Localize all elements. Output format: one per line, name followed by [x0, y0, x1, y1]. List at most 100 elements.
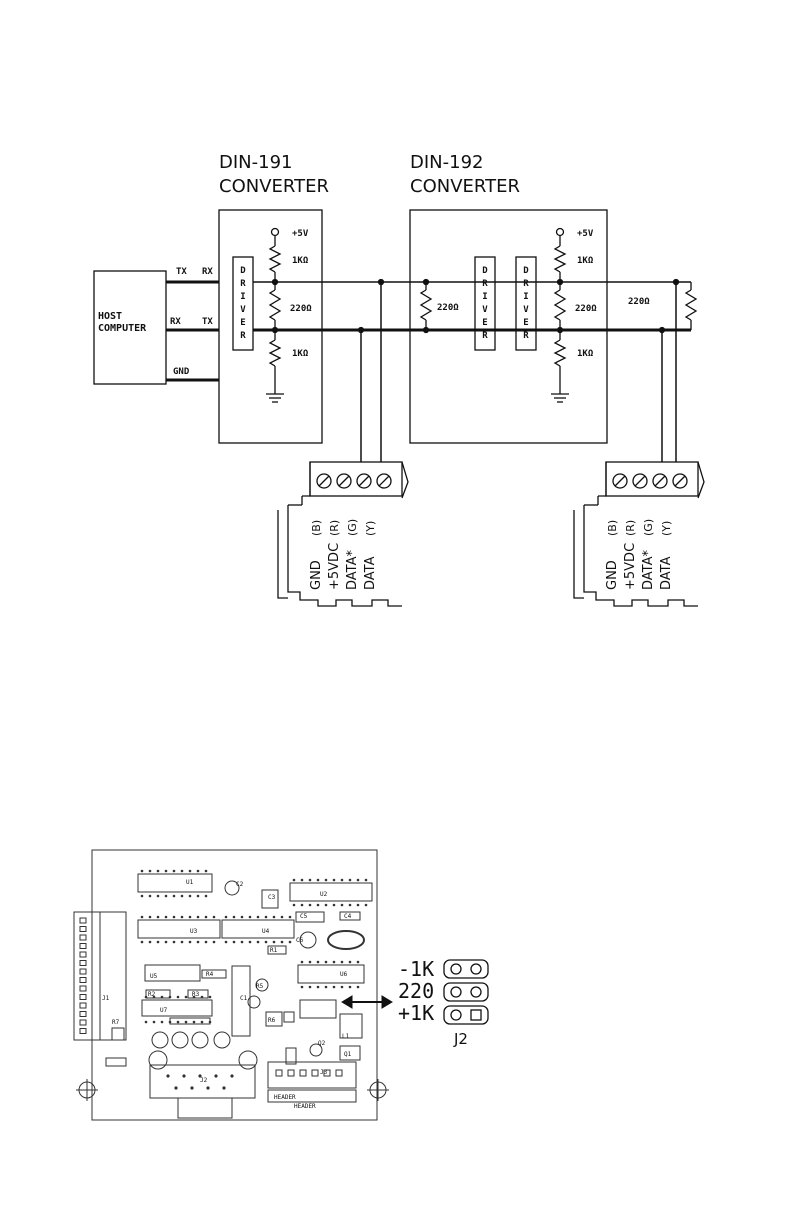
- board-part-label: R2: [148, 991, 156, 998]
- chip-pin: [340, 878, 344, 882]
- terminal-screw[interactable]: [652, 473, 668, 489]
- board-part-label: U5: [150, 973, 158, 980]
- connector-pin: [79, 926, 87, 932]
- pin-gnd: GND: [173, 367, 190, 377]
- board-part: [148, 1050, 168, 1070]
- chip-pin: [168, 1020, 172, 1024]
- connector-pin: [79, 985, 87, 992]
- board-part-label: C2: [236, 881, 244, 888]
- board-part: [201, 969, 227, 979]
- chip-pin: [348, 903, 352, 907]
- chip-pin: [332, 985, 336, 989]
- chip-u5: [144, 964, 201, 982]
- chip-pin: [364, 903, 368, 907]
- chip-pin: [172, 869, 176, 873]
- jumper-pin-pair-1[interactable]: [443, 959, 489, 979]
- screw-slot: [654, 475, 666, 487]
- chip-pin: [180, 894, 184, 898]
- terminal-screw[interactable]: [316, 473, 332, 489]
- chip-u7: [137, 873, 213, 893]
- jumper-pin-pair-3[interactable]: [443, 1005, 489, 1025]
- terminal-screw[interactable]: [336, 473, 352, 489]
- board-part: [191, 1031, 209, 1049]
- header-pin: [275, 1069, 283, 1077]
- board-part-label: C6: [296, 937, 304, 944]
- board-part-label: R6: [268, 1017, 276, 1024]
- board-part: [105, 1057, 127, 1067]
- chip-pin: [196, 869, 200, 873]
- chip-pin: [164, 869, 168, 873]
- driver-letter: V: [240, 305, 246, 315]
- driver-letter: R: [482, 279, 488, 289]
- board-part: [339, 1013, 363, 1039]
- board-part-label: J1: [102, 995, 110, 1002]
- driver-letter: V: [482, 305, 488, 315]
- terminal-label: DATA*: [345, 550, 360, 590]
- chip-pin: [204, 915, 208, 919]
- chip-pin: [308, 903, 312, 907]
- db9-pin: [198, 1074, 202, 1078]
- chip-pin: [280, 940, 284, 944]
- jumper-pin-pair-2[interactable]: [443, 982, 489, 1002]
- board-part: [169, 1017, 211, 1025]
- terminal-code: (R): [328, 520, 341, 536]
- termination-resistor-1: 220Ω: [419, 278, 459, 334]
- board-part-label: U2: [320, 891, 328, 898]
- terminal-block-1: GND(B)+5VDC(R)DATA*(G)DATA(Y): [277, 461, 409, 607]
- screw-slot: [358, 475, 370, 487]
- jumper-j2-detail: -1K 220 +1K J2: [398, 957, 489, 1048]
- pin-rx-b: RX: [170, 317, 181, 327]
- connector-j2-body: [149, 1064, 256, 1099]
- driver-letter: E: [240, 318, 245, 328]
- terminal-screw[interactable]: [672, 473, 688, 489]
- chip-pin: [152, 1020, 156, 1024]
- header-pin: [311, 1069, 319, 1077]
- pin-rx: RX: [202, 267, 213, 277]
- connector-pin: [79, 968, 87, 975]
- chip-pin: [356, 960, 360, 964]
- chip-pin: [316, 878, 320, 882]
- chip-pin: [300, 903, 304, 907]
- junction-3: [672, 278, 680, 286]
- chip-pin: [340, 960, 344, 964]
- chip-pin: [240, 940, 244, 944]
- terminal-code: (G): [642, 519, 655, 536]
- chip-pin: [148, 940, 152, 944]
- board-part: [213, 1031, 231, 1049]
- chip-pin: [356, 903, 360, 907]
- chip-pin: [156, 894, 160, 898]
- chip-pin: [240, 915, 244, 919]
- header-pin: [299, 1069, 307, 1077]
- converter-1-type: CONVERTER: [219, 176, 329, 197]
- terminal-block-2: GND(B)+5VDC(R)DATA*(G)DATA(Y): [573, 461, 705, 607]
- terminal-screw[interactable]: [632, 473, 648, 489]
- chip-pin: [272, 940, 276, 944]
- terminal-screw[interactable]: [612, 473, 628, 489]
- chip-pin: [308, 985, 312, 989]
- pulldown-label-1: 1KΩ: [292, 349, 309, 359]
- chip-pin: [188, 894, 192, 898]
- terminal-label: DATA: [659, 556, 674, 590]
- screw-slot: [634, 475, 646, 487]
- chip-pin: [140, 940, 144, 944]
- screw-slot: [338, 475, 350, 487]
- supply-label-1: +5V: [292, 229, 309, 239]
- connector-pin: [79, 934, 87, 941]
- chip-pin: [264, 915, 268, 919]
- board-part-label: U1: [186, 879, 194, 886]
- chip-pin: [204, 940, 208, 944]
- junction-2: [357, 326, 365, 334]
- chip-pin: [172, 915, 176, 919]
- board-part: [265, 1011, 283, 1027]
- chip-pin: [204, 894, 208, 898]
- board-part: [145, 989, 171, 999]
- terminal-screw[interactable]: [376, 473, 392, 489]
- board-part-label: C3: [268, 894, 276, 901]
- board-part-label: Q1: [344, 1051, 352, 1058]
- board-part-label: C1: [240, 995, 248, 1002]
- chip-pin: [140, 894, 144, 898]
- chip-pin: [292, 903, 296, 907]
- terminal-screw[interactable]: [356, 473, 372, 489]
